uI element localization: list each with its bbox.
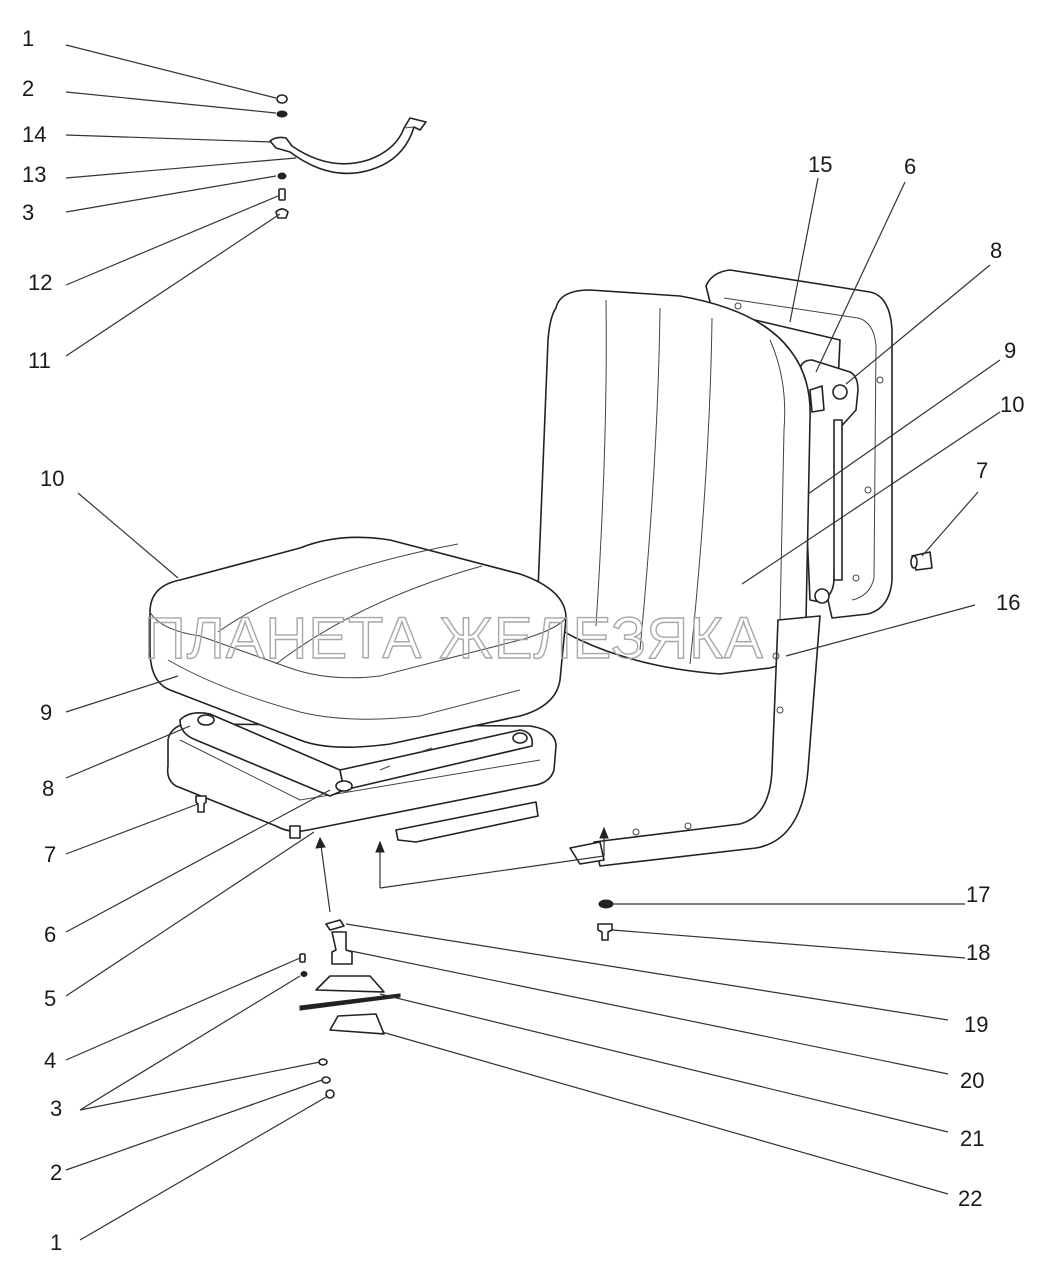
- callout-label: 15: [808, 152, 832, 177]
- callout-label: 19: [964, 1012, 988, 1037]
- callout-label: 7: [44, 842, 56, 867]
- callout-label: 17: [966, 882, 990, 907]
- callout-label: 10: [40, 466, 64, 491]
- callout-label: 7: [976, 458, 988, 483]
- callout-label: 3: [22, 200, 34, 225]
- callout-label: 22: [958, 1186, 982, 1211]
- callout-label: 2: [22, 76, 34, 101]
- callout-label: 10: [1000, 392, 1024, 417]
- callout-label: 11: [28, 348, 51, 373]
- bottom-hardware: [195, 551, 933, 1099]
- callout-label: 8: [42, 776, 54, 801]
- callout-label: 14: [22, 122, 46, 147]
- callout-label: 13: [22, 162, 46, 187]
- callout-label: 4: [44, 1048, 56, 1073]
- seat-assembly: [149, 536, 567, 843]
- callout-label: 1: [22, 26, 34, 51]
- callout-label: 20: [960, 1068, 984, 1093]
- backrest-assembly: [537, 269, 893, 867]
- callout-label: 18: [966, 940, 990, 965]
- callout-label: 2: [50, 1160, 62, 1185]
- leader-lines: [65, 44, 1001, 1241]
- callout-label: 9: [1004, 338, 1016, 363]
- callout-label: 6: [904, 154, 916, 179]
- callout-label: 21: [960, 1126, 984, 1151]
- callout-labels: 1 2 14 13 3 12 11 15 6 8 9 10 7 16 10 9 …: [22, 26, 1024, 1255]
- callout-label: 6: [44, 922, 56, 947]
- callout-label: 16: [996, 590, 1020, 615]
- callout-label: 8: [990, 238, 1002, 263]
- callout-label: 9: [40, 700, 52, 725]
- callout-label: 5: [44, 986, 56, 1011]
- clamp-subassembly: [269, 94, 427, 219]
- callout-label: 3: [50, 1096, 62, 1121]
- watermark: ПЛАНЕТА ЖЕЛЕЗЯКА: [144, 606, 764, 671]
- callout-label: 1: [50, 1230, 62, 1255]
- callout-label: 12: [28, 270, 52, 295]
